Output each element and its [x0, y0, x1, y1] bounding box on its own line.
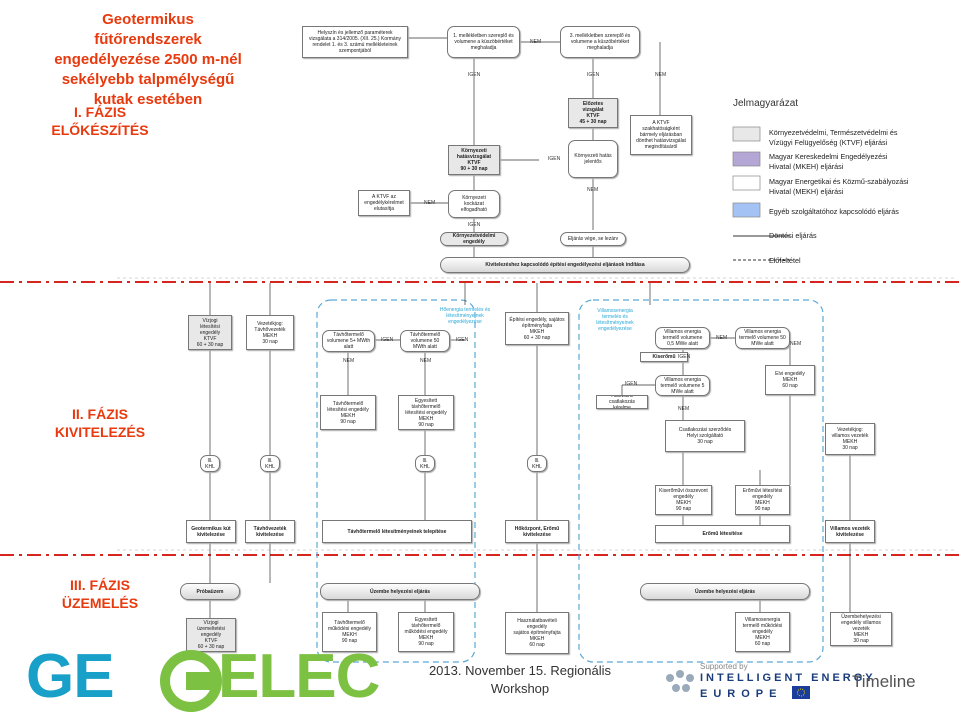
- label-nem: NEM: [790, 341, 802, 347]
- node-csatlakozasi-szerzodes: Csatlakozási szerződés Helyi szolgáltató…: [665, 420, 745, 452]
- node-melleklet-3: 3. mellékletben szereplő és volumene a k…: [560, 26, 640, 58]
- event-date: 2013. November 15. Regionális Workshop: [428, 663, 612, 696]
- label-nem: NEM: [678, 406, 690, 412]
- plug-icon: [160, 650, 222, 712]
- node-kornyezeti-hatas-jelentos: Környezeti hatás jelentős: [568, 140, 618, 178]
- label-nem: NEM: [343, 358, 355, 364]
- node-villamos-volumen-2: Villamos energia termelő volumene 50 MWe…: [735, 327, 790, 349]
- node-villamos-volumen-3: Villamos energia termelő volumene 5 MWe …: [655, 375, 710, 396]
- node-ktvf-elutasit: A KTVF az engedélykérelmet elutasítja: [358, 190, 410, 216]
- legend-title: Jelmagyarázat: [733, 98, 799, 109]
- label-nem: NEM: [424, 200, 436, 206]
- iee-logo-line-1: INTELLIGENT ENERGY: [700, 672, 876, 684]
- node-vizjogi-letesitesi: Vízjogi létesítési engedély KTVF 60 + 30…: [188, 315, 232, 350]
- node-tavho-volumen-2: Távhőtermelő volumene 50 MWth alatt: [400, 330, 450, 352]
- node-villamos-vezetek-kivitelezes: Villamos vezeték kivitelezése: [825, 520, 875, 543]
- node-uzembe-helyezes-2: Üzembe helyezési eljárás: [640, 583, 810, 600]
- node-epitesi-engedely: Építési engedély, sajátos építményfajta …: [505, 312, 569, 345]
- node-hokozpont-kivitelezes: Hőközpont, Erőmű kivitelezése: [505, 520, 569, 543]
- node-kiseromu: Kiserőmű: [640, 352, 688, 362]
- iee-swirl-icon: [666, 670, 694, 692]
- geoelec-logo-geo: GE: [26, 642, 115, 711]
- node-vizjogi-uzemeltetesi: Vízjogi üzemeltetési engedély KTVF 60 + …: [186, 618, 236, 652]
- node-villamos-mukodesi: Villamosenergia termelő működési engedél…: [735, 612, 790, 652]
- node-eromu-letesitese: Erőmű létesítése: [655, 525, 790, 543]
- eu-flag-icon: [792, 686, 810, 699]
- node-ill-khl-1: Ill. KHL: [200, 455, 220, 472]
- node-vezetekjog-tavho: Vezetékjog: Távhővezeték MEKH 30 nap: [246, 315, 294, 350]
- legend-item-mkeh: Magyar Kereskedelmi Engedélyezési Hivata…: [769, 152, 888, 171]
- label-nem: NEM: [716, 335, 728, 341]
- node-villamos-volumen-1: Villamos energia termelő volumene 0,5 MW…: [655, 327, 710, 349]
- node-uzembehelyezesi-engedely: Üzembehelyezési engedély villamos vezeté…: [830, 612, 892, 646]
- label-igen: IGEN: [468, 72, 481, 78]
- label-igen: IGEN: [678, 354, 691, 360]
- node-uzembe-helyezes-1: Üzembe helyezési eljárás: [320, 583, 480, 600]
- label-nem: NEM: [655, 72, 667, 78]
- node-elozetes-vizsgalat: Előzetes vizsgálat KTVF 45 + 30 nap: [568, 98, 618, 128]
- label-igen: IGEN: [587, 72, 600, 78]
- legend-item-ktvf: Környezetvédelmi, Természetvédelmi és Ví…: [769, 128, 898, 147]
- node-tavho-letesitesi: Távhőtermelő létesítési engedély MEKH 90…: [320, 395, 376, 430]
- phase-1-label: I. FÁZIS ELŐKÉSZÍTÉS: [51, 104, 149, 138]
- iee-logo-line-2: EUROPE: [700, 688, 783, 700]
- timeline-label: Timeline: [852, 672, 916, 691]
- node-kivitelezes-inditasa: Kivitelezéshez kapcsolódó építési engedé…: [440, 257, 690, 273]
- node-melleklet-1: 1. mellékletben szereplő és volumene a k…: [447, 26, 520, 58]
- node-ktvf-szakhatosag: A KTVF szakhatóságként bármely eljárásba…: [630, 115, 692, 155]
- node-geo-kut-kivitelezes: Geotermikus kút kivitelezése: [186, 520, 236, 543]
- node-elvi-engedely: Elvi engedély MEKH 60 nap: [765, 365, 815, 395]
- label-nem: NEM: [587, 187, 599, 193]
- node-hasznalatbaveteli: Használatbavételi engedély sajátos építm…: [505, 612, 569, 654]
- label-nem: NEM: [530, 39, 542, 45]
- geoelec-logo-elec: ELEC: [218, 642, 380, 711]
- node-kockazat-elfogadhato: Környezeti kockázat elfogadható: [448, 190, 500, 218]
- node-eromuvi-letesitesi: Erőművi létesítési engedély MEKH 90 nap: [735, 485, 790, 515]
- node-ill-khl-3: Ill. KHL: [415, 455, 435, 472]
- legend-item-prerequisite: Előfeltétel: [769, 256, 801, 265]
- label-igen: IGEN: [381, 337, 394, 343]
- node-kiseromuvi-osszevont: Kiserőművi összevont engedély MEKH 90 na…: [655, 485, 712, 515]
- legend-item-decision: Döntési eljárás: [769, 231, 817, 240]
- node-ill-khl-4: Ill. KHL: [527, 455, 547, 472]
- node-egyesitett-mukodesi: Egyesített távhőtermelő működési engedél…: [398, 612, 454, 652]
- supported-by-label: Supported by: [700, 662, 748, 671]
- page-title: Geotermikus fűtőrendszerek engedélyezése…: [54, 11, 242, 108]
- node-tavho-mukodesi: Távhőtermelő működési engedély MEKH 90 n…: [322, 612, 377, 652]
- node-ill-khl-2: Ill. KHL: [260, 455, 280, 472]
- label-nem: NEM: [420, 358, 432, 364]
- label-igen: IGEN: [548, 156, 561, 162]
- legend-item-other: Egyéb szolgáltatóhoz kapcsolódó eljárás: [769, 207, 899, 216]
- node-hoenergia-termeles: Hőenergia termelés és létesítményeinek e…: [439, 307, 491, 325]
- node-eljaras-vege: Eljárás vége, se lezárv: [560, 232, 626, 246]
- node-tavhovezetek-kivitelezes: Távhővezeték kivitelezése: [245, 520, 295, 543]
- node-tavho-telepites: Távhőtermelő létesítményeinek telepítése: [322, 520, 472, 543]
- label-igen: IGEN: [625, 381, 638, 387]
- node-villamosenergia-termeles: Villamosenergia termelés és létesítménye…: [596, 308, 634, 332]
- node-tavho-volumen-1: Távhőtermelő volumene 5+ MWth alatt: [322, 330, 375, 352]
- phase-2-label: II. FÁZIS KIVITELEZÉS: [54, 406, 146, 440]
- node-kornyezetvedelmi-engedely: Környezetvédelmi engedély: [440, 232, 508, 246]
- node-halozatra-csatlakozas: Hálózatra csatlakozás kérelme: [596, 395, 648, 409]
- node-probauzem: Próbaüzem: [180, 583, 240, 600]
- label-igen: IGEN: [468, 222, 481, 228]
- phase-3-label: III. FÁZIS ÜZEMELÉS: [61, 577, 139, 611]
- legend-item-mekh: Magyar Energetikai és Közmű-szabályozási…: [769, 177, 909, 196]
- node-egyesitett-letesitesi: Egyesített távhőtermelő létesítési enged…: [398, 395, 454, 430]
- node-kornyezeti-hatasvizsgalat: Környezeti hatásvizsgálat KTVF 90 + 30 n…: [448, 145, 500, 175]
- node-vezetekjog-villamos: Vezetékjog: villamos vezeték MEKH 30 nap: [825, 423, 875, 455]
- label-igen: IGEN: [456, 337, 469, 343]
- node-helyszin: Helyszín és jellemző paraméterek vizsgál…: [302, 26, 408, 58]
